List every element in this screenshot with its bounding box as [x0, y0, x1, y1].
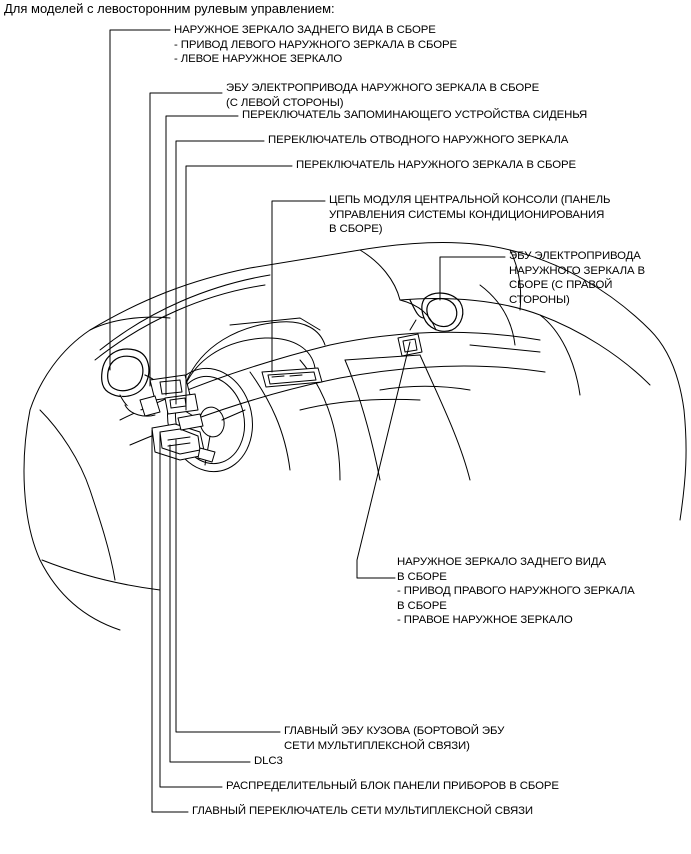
label-ecu-mirror-left: ЭБУ ЭЛЕКТРОПРИВОДА НАРУЖНОГО ЗЕРКАЛА В С… — [226, 81, 539, 110]
label-line: ЭБУ ЭЛЕКТРОПРИВОДА НАРУЖНОГО ЗЕРКАЛА В С… — [226, 82, 540, 94]
label-line: - ПРИВОД ПРАВОГО НАРУЖНОГО ЗЕРКАЛА — [397, 585, 635, 598]
right-mirror-icon — [409, 292, 464, 332]
page-title: Для моделей с левосторонним рулевым упра… — [4, 1, 335, 16]
left-ecu-cluster — [119, 374, 199, 417]
lower-ecu-cluster — [151, 413, 216, 463]
label-outer-mirror-left: НАРУЖНОЕ ЗЕРКАЛО ЗАДНЕГО ВИДА В СБОРЕ - … — [174, 23, 457, 67]
label-line: НАРУЖНОЕ ЗЕРКАЛО ЗАДНЕГО ВИДА В СБОРЕ — [174, 24, 436, 36]
label-line: СТОРОНЫ) — [509, 293, 570, 306]
label-line: - ПРИВОД ЛЕВОГО НАРУЖНОГО ЗЕРКАЛА В СБОР… — [174, 38, 457, 51]
label-line: - ПРАВОЕ НАРУЖНОЕ ЗЕРКАЛО — [397, 614, 573, 627]
label-line: DLC3 — [254, 755, 283, 767]
label-main-body-ecu: ГЛАВНЫЙ ЭБУ КУЗОВА (БОРТОВОЙ ЭБУ СЕТИ МУ… — [284, 724, 504, 753]
label-line: - ЛЕВОЕ НАРУЖНОЕ ЗЕРКАЛО — [174, 53, 343, 66]
right-ecu-icon — [397, 319, 423, 357]
label-line: ПЕРЕКЛЮЧАТЕЛЬ ЗАПОМИНАЮЩЕГО УСТРОЙСТВА С… — [242, 109, 588, 121]
label-line: В СБОРЕ) — [329, 223, 383, 236]
label-line: НАРУЖНОЕ ЗЕРКАЛО ЗАДНЕГО ВИДА — [397, 556, 606, 568]
label-line: ГЛАВНЫЙ ЭБУ КУЗОВА (БОРТОВОЙ ЭБУ — [284, 725, 505, 737]
label-ecu-mirror-right: ЭБУ ЭЛЕКТРОПРИВОДА НАРУЖНОГО ЗЕРКАЛА В С… — [509, 249, 645, 307]
label-line: ПЕРЕКЛЮЧАТЕЛЬ ОТВОДНОГО НАРУЖНОГО ЗЕРКАЛ… — [268, 134, 569, 146]
label-line: СЕТИ МУЛЬТИПЛЕКСНОЙ СВЯЗИ) — [284, 739, 470, 752]
label-line: ПЕРЕКЛЮЧАТЕЛЬ НАРУЖНОГО ЗЕРКАЛА В СБОРЕ — [296, 159, 577, 171]
label-junction-block: РАСПРЕДЕЛИТЕЛЬНЫЙ БЛОК ПАНЕЛИ ПРИБОРОВ В… — [226, 779, 559, 794]
label-line: РАСПРЕДЕЛИТЕЛЬНЫЙ БЛОК ПАНЕЛИ ПРИБОРОВ В… — [226, 780, 559, 792]
label-dlc3: DLC3 — [254, 754, 283, 769]
label-line: ЦЕПЬ МОДУЛЯ ЦЕНТРАЛЬНОЙ КОНСОЛИ (ПАНЕЛЬ — [329, 194, 611, 206]
label-center-console-module: ЦЕПЬ МОДУЛЯ ЦЕНТРАЛЬНОЙ КОНСОЛИ (ПАНЕЛЬ … — [329, 193, 610, 237]
label-line: ГЛАВНЫЙ ПЕРЕКЛЮЧАТЕЛЬ СЕТИ МУЛЬТИПЛЕКСНО… — [192, 805, 533, 817]
label-multiplex-master-switch: ГЛАВНЫЙ ПЕРЕКЛЮЧАТЕЛЬ СЕТИ МУЛЬТИПЛЕКСНО… — [192, 804, 533, 819]
label-line: УПРАВЛЕНИЯ СИСТЕМЫ КОНДИЦИОНИРОВАНИЯ — [329, 208, 605, 221]
label-line: В СБОРЕ — [397, 599, 447, 612]
leader-lines — [109, 29, 506, 813]
label-seat-memory-switch: ПЕРЕКЛЮЧАТЕЛЬ ЗАПОМИНАЮЩЕГО УСТРОЙСТВА С… — [242, 108, 587, 123]
label-line: НАРУЖНОГО ЗЕРКАЛА В — [509, 264, 646, 277]
center-console-module — [261, 367, 323, 388]
label-line: СБОРЕ (С ПРАВОЙ — [509, 279, 613, 292]
label-retract-mirror-switch: ПЕРЕКЛЮЧАТЕЛЬ ОТВОДНОГО НАРУЖНОГО ЗЕРКАЛ… — [268, 133, 568, 148]
label-line: В СБОРЕ — [397, 570, 447, 583]
label-line: ЭБУ ЭЛЕКТРОПРИВОДА — [509, 250, 641, 262]
label-mirror-switch-assy: ПЕРЕКЛЮЧАТЕЛЬ НАРУЖНОГО ЗЕРКАЛА В СБОРЕ — [296, 158, 576, 173]
car-body-outline — [23, 242, 687, 631]
label-line: (С ЛЕВОЙ СТОРОНЫ) — [226, 96, 344, 109]
label-outer-mirror-right: НАРУЖНОЕ ЗЕРКАЛО ЗАДНЕГО ВИДА В СБОРЕ - … — [397, 555, 635, 628]
